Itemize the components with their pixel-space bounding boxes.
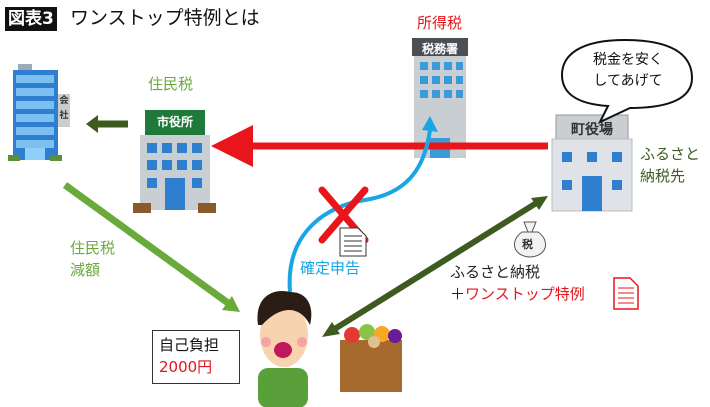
resident-tax-reduction-line2: 減額 — [70, 261, 101, 279]
page-title: ワンストップ特例とは — [70, 7, 260, 29]
furusato-nozei-label: ふるさと納税 — [450, 263, 541, 281]
plus-sign: ＋ — [450, 285, 466, 303]
happy-person-icon — [257, 290, 312, 407]
one-stop-text: ワンストップ特例 — [465, 285, 585, 303]
money-bag-label: 税 — [522, 238, 533, 251]
speech-bubble-shape — [560, 38, 694, 125]
town-hall-sign: 町役場 — [571, 122, 613, 138]
self-burden-label: 自己負担 — [159, 336, 220, 354]
figure-number-badge: 図表3 — [5, 7, 57, 31]
arrow-tax-return-to-tax-office — [287, 116, 438, 293]
vegetable-box-icon — [340, 324, 402, 392]
speech-bubble-line1: 税金を安く — [593, 52, 663, 68]
red-document-icon — [613, 277, 639, 310]
self-burden-box: 自己負担 2000円 — [152, 330, 240, 384]
one-stop-label: ＋ワンストップ特例 — [450, 284, 585, 304]
money-bag-icon — [514, 221, 546, 258]
arrow-furusato-bidirectional — [322, 196, 548, 337]
resident-tax-reduction-line1: 住民税 — [70, 239, 116, 257]
income-tax-label: 所得税 — [417, 14, 463, 32]
city-hall-building-icon — [133, 110, 216, 213]
company-building-icon — [8, 64, 70, 161]
resident-tax-label: 住民税 — [148, 75, 194, 93]
speech-bubble-text: 税金を安く してあげて — [578, 50, 678, 92]
city-hall-sign: 市役所 — [156, 115, 193, 129]
hometown-destination-line2: 納税先 — [640, 167, 686, 185]
self-burden-amount: 2000円 — [159, 358, 213, 376]
hometown-destination-line1: ふるさと — [640, 145, 701, 163]
arrow-city-hall-to-company — [86, 115, 128, 133]
arrow-resident-tax-reduction — [62, 182, 240, 312]
company-sign: 会社 — [59, 96, 69, 121]
tax-office-sign: 税務署 — [421, 42, 458, 56]
document-icon — [339, 227, 367, 257]
tax-return-label: 確定申告 — [300, 259, 361, 277]
town-hall-building-icon — [551, 114, 633, 212]
speech-bubble-line2: してあげて — [593, 73, 663, 89]
